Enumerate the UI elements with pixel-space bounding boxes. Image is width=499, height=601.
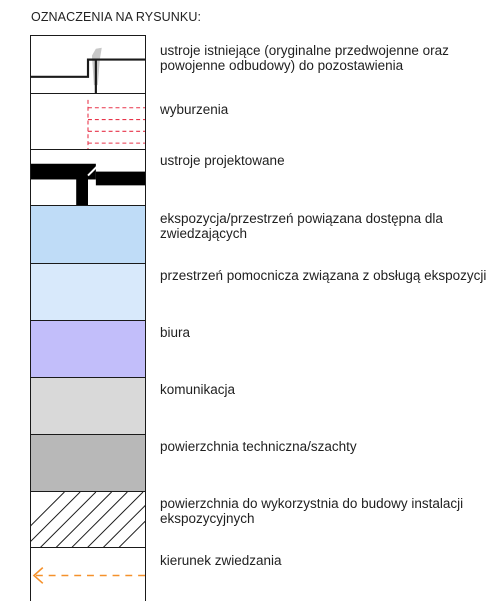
legend-label-offices: biura <box>160 325 191 340</box>
tour-direction-swatch <box>31 547 145 601</box>
demolition-dashed-icon <box>87 99 145 149</box>
arrow-left-icon <box>32 567 145 584</box>
legend-label-tour-direction: kierunek zwiedzania <box>160 553 282 568</box>
demolition-swatch <box>31 93 145 149</box>
exhibition-space-swatch <box>31 205 145 263</box>
designed-walls-icon <box>31 163 145 205</box>
legend-label-installation-area: powierzchnia do wykorzystnia do budowy i… <box>160 496 464 526</box>
legend-label-designed: ustroje projektowane <box>160 153 285 168</box>
circulation-swatch <box>31 377 145 434</box>
legend-label-exhibition: ekspozycja/przestrzeń powiązana dostępna… <box>160 211 443 241</box>
existing-structures-swatch <box>31 35 145 93</box>
legend-label-technical: powierzchnia techniczna/szachty <box>160 439 357 454</box>
exhibition-support-swatch <box>31 263 145 320</box>
diagonal-hatch-icon <box>31 492 145 547</box>
legend-title: OZNACZENIA NA RYSUNKU: <box>31 10 202 24</box>
legend-swatch-column <box>30 35 146 601</box>
legend-label-demolition: wyburzenia <box>160 102 229 117</box>
technical-space-swatch <box>31 434 145 491</box>
installation-area-swatch <box>31 491 145 547</box>
legend-label-circulation: komunikacja <box>160 382 236 397</box>
legend-label-existing: ustroje istniejące (oryginalne przedwoje… <box>160 43 449 73</box>
legend-label-exhibition-support: przestrzeń pomocnicza związana z obsługą… <box>160 268 487 283</box>
designed-structures-swatch <box>31 149 145 205</box>
existing-walls-icon <box>31 47 145 93</box>
offices-swatch <box>31 320 145 377</box>
